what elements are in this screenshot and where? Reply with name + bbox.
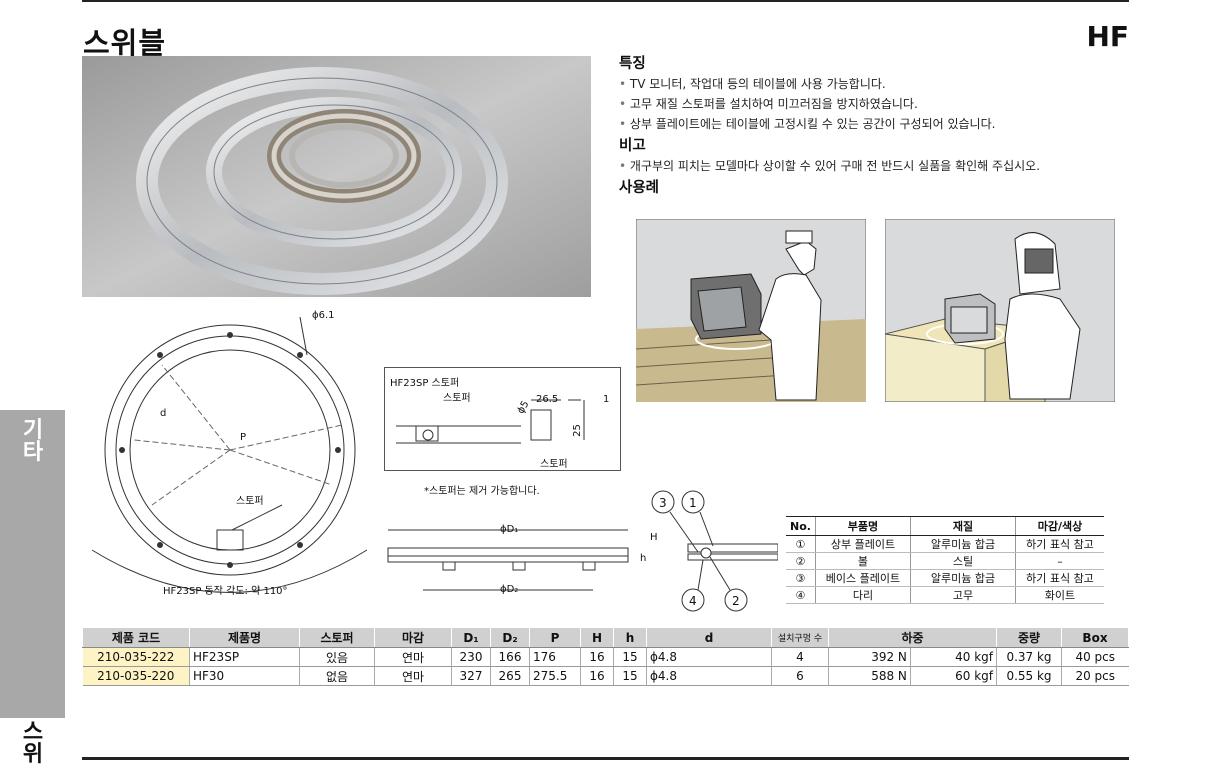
info-panel: 특징 TV 모니터, 작업대 등의 테이블에 사용 가능합니다. 고무 재질 스… (619, 54, 1139, 198)
remarks-heading: 비고 (619, 138, 646, 154)
h-upper-label: H (650, 532, 658, 543)
callout-4: 4 (689, 594, 697, 608)
table-header-row: No. 부품명 재질 마감/색상 (786, 516, 1104, 536)
phi-label: ϕ6.1 (312, 310, 335, 321)
bearing-detail-drawing (651, 490, 778, 612)
product-photo (82, 56, 591, 297)
stopper-inset (384, 367, 621, 471)
stopper-note: *스토퍼는 제거 가능합니다. (424, 486, 540, 497)
list-item: 고무 재질 스토퍼를 설치하여 미끄러짐을 방지하였습니다. (619, 94, 1139, 114)
callout-2: 2 (732, 594, 740, 608)
spec-table: 제품 코드 제품명 스토퍼 마감 D₁ D₂ P H h d 설치구멍 수 하중… (82, 627, 1129, 686)
list-item: 상부 플레이트에는 테이블에 고정시킬 수 있는 공간이 구성되어 있습니다. (619, 114, 1139, 134)
stopper-detail-drawing (396, 399, 585, 444)
p-label: P (240, 432, 247, 443)
page-title: 스위블 (83, 26, 167, 60)
side-tab-bottom-label: 스 위 (22, 720, 44, 767)
features-list: TV 모니터, 작업대 등의 테이블에 사용 가능합니다. 고무 재질 스토퍼를… (619, 74, 1139, 134)
section-view-drawing (387, 529, 629, 591)
list-item: 개구부의 피치는 모델마다 상이할 수 있어 구매 전 반드시 실품을 확인해 … (619, 156, 1139, 176)
side-tab-label: 기 타 (22, 418, 44, 465)
d2-label: ϕD₂ (500, 584, 519, 595)
usage-illustration-welding (885, 219, 1115, 402)
top-rule (82, 0, 1129, 2)
side-tab (0, 410, 65, 718)
d1-label: ϕD₁ (500, 524, 519, 535)
model-code: HF (1086, 20, 1129, 53)
bottom-rule (82, 757, 1129, 760)
callout-3: 3 (659, 496, 667, 510)
dim-1: 1 (603, 394, 610, 405)
h-lower-label: h (640, 553, 647, 564)
inset-stopper-label-2: 스토퍼 (540, 459, 568, 470)
list-item: TV 모니터, 작업대 등의 테이블에 사용 가능합니다. (619, 74, 1139, 94)
inset-stopper-label: 스토퍼 (443, 393, 471, 404)
usage-illustration-monitor (636, 219, 866, 402)
usage-heading: 사용례 (619, 180, 660, 196)
inset-title: HF23SP 스토퍼 (390, 378, 460, 389)
table-header-row: 제품 코드 제품명 스토퍼 마감 D₁ D₂ P H h d 설치구멍 수 하중… (82, 627, 1129, 648)
d-label: d (160, 408, 167, 419)
dim-26-5: 26.5 (536, 394, 559, 405)
dim-25: 25 (571, 424, 583, 437)
angle-note: HF23SP 동작 각도: 약 110° (163, 586, 288, 597)
callout-1: 1 (689, 496, 697, 510)
remarks-list: 개구부의 피치는 모델마다 상이할 수 있어 구매 전 반드시 실품을 확인해 … (619, 156, 1139, 176)
stopper-label: 스토퍼 (236, 496, 264, 507)
top-view-drawing (91, 316, 368, 593)
features-heading: 특징 (619, 56, 646, 72)
